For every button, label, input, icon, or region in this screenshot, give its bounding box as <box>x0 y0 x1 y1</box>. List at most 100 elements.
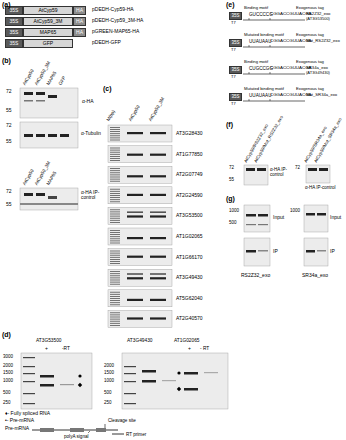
figure-label: SR34a_exo <box>302 273 328 279</box>
gel-band <box>127 237 143 239</box>
figure-label: pGREEN-MAP65-HA <box>92 29 139 35</box>
gel-panel <box>108 310 172 327</box>
construct-box: AtCyp59_3M <box>23 17 73 26</box>
gel-band <box>110 135 120 137</box>
gel-band <box>40 384 54 387</box>
gel-band <box>110 298 120 300</box>
motif-tick <box>249 45 250 47</box>
box-label: 35S <box>231 41 239 46</box>
figure-label: α-HA IP-control <box>81 190 103 201</box>
gel-band <box>110 293 120 295</box>
gel-band <box>110 170 120 172</box>
gel-band <box>110 230 120 232</box>
spliced-marker <box>78 383 82 387</box>
lane-label: MAP65 <box>46 70 58 86</box>
gel-band <box>110 180 120 182</box>
figure-label: AT1G66170 <box>176 255 203 261</box>
gel-band <box>150 299 166 301</box>
gel-panel <box>108 125 172 142</box>
figure-label: AT5G62040 <box>176 296 203 302</box>
gel-band <box>110 238 120 240</box>
figure-label: + <box>188 346 191 352</box>
gel-band <box>36 134 45 137</box>
gel-band <box>110 302 120 304</box>
construct-box: 35S <box>229 93 242 101</box>
box-label: HA <box>76 19 83 24</box>
gel-band <box>110 263 120 265</box>
gel-band <box>258 214 268 217</box>
gel-band <box>110 156 120 158</box>
gel-band <box>110 188 120 190</box>
gel-band <box>150 175 166 177</box>
gel-band <box>110 316 120 318</box>
construct-line <box>243 47 305 48</box>
panel-letter: (a) <box>2 1 11 9</box>
lane-label: AtCyp59 <box>22 68 35 86</box>
figure-label: 1000 <box>290 209 300 214</box>
figure-label: RS2Z32_exo <box>241 273 270 279</box>
figure-label: Exogenous tag <box>296 6 324 11</box>
gel-band <box>110 222 120 224</box>
gel-band <box>317 250 326 252</box>
lane-label: AtCyp59 <box>22 168 35 186</box>
gel-band <box>150 317 166 319</box>
box-label: 35S <box>231 68 239 73</box>
figure-label: CGGACCGUUACGA <box>270 39 311 44</box>
gel-panel <box>108 228 172 245</box>
gel-band <box>110 190 120 192</box>
figure-label: + <box>45 346 48 352</box>
gel-panel <box>108 146 172 163</box>
figure-label: Exogenous tag <box>296 60 324 65</box>
gel-band <box>150 211 166 213</box>
gel-band <box>110 172 120 174</box>
figure-label: 1000 <box>3 379 13 384</box>
figure-label: UUAUAAU <box>249 39 271 44</box>
panel-letter: (g) <box>226 195 235 203</box>
gel-band <box>246 250 256 253</box>
figure-label: SR34a_exo <box>306 66 328 71</box>
gel-band <box>110 168 120 170</box>
figure-label: (AT3G49430) <box>306 71 330 75</box>
gel-band <box>110 178 120 180</box>
figure-label: (AT3G53500) <box>306 17 330 21</box>
figure-label: AT1G02065 <box>174 338 200 343</box>
construct-box: 35S <box>5 39 23 48</box>
motif-tick <box>249 99 250 101</box>
box-label: AtCyp59_3M <box>34 19 63 24</box>
exon-box <box>96 428 106 432</box>
gel-band <box>36 92 45 95</box>
gel-band <box>142 370 156 373</box>
gel-band <box>110 242 120 244</box>
exon-box <box>40 428 54 432</box>
figure-label: UUAUAAU <box>249 93 271 98</box>
construct-box: AtCyp59 <box>23 6 73 15</box>
figure-label: 72 <box>6 123 12 129</box>
figure-label: •- Pre-mRNA <box>5 418 34 424</box>
gel-band <box>110 318 120 320</box>
gel-panel <box>304 238 328 266</box>
gel-band <box>150 132 166 134</box>
figure-label: AT2G24590 <box>176 193 203 199</box>
figure-label: 55 <box>6 139 12 145</box>
figure-label: GUCCCCG <box>249 12 273 17</box>
construct-box: 35S <box>229 39 242 47</box>
figure-label: IP <box>273 249 278 255</box>
figure-label: ♦- Fully spliced RNA <box>5 411 50 417</box>
figure-label: pDEDH-Cyp59-HA <box>92 7 134 13</box>
tag-tick <box>270 45 271 47</box>
gel-panel <box>306 165 330 183</box>
figure-label: pDEDH-Cyp59_3M-HA <box>92 18 143 24</box>
figure-label: RT primer <box>126 432 146 437</box>
gel-band <box>110 139 120 141</box>
figure-label: Mut_SR34a_exo <box>306 93 337 98</box>
gel-band <box>110 259 120 261</box>
gel-band <box>24 134 33 137</box>
gel-panel <box>108 269 172 286</box>
panel-letter: (f) <box>226 121 233 129</box>
lane-label: AtCyp59 <box>128 104 141 122</box>
gel-band <box>150 194 166 196</box>
gel-band <box>110 201 120 203</box>
cleavage-pointer <box>105 424 106 428</box>
gel-band <box>110 304 120 306</box>
box-label: 35S <box>10 8 19 13</box>
